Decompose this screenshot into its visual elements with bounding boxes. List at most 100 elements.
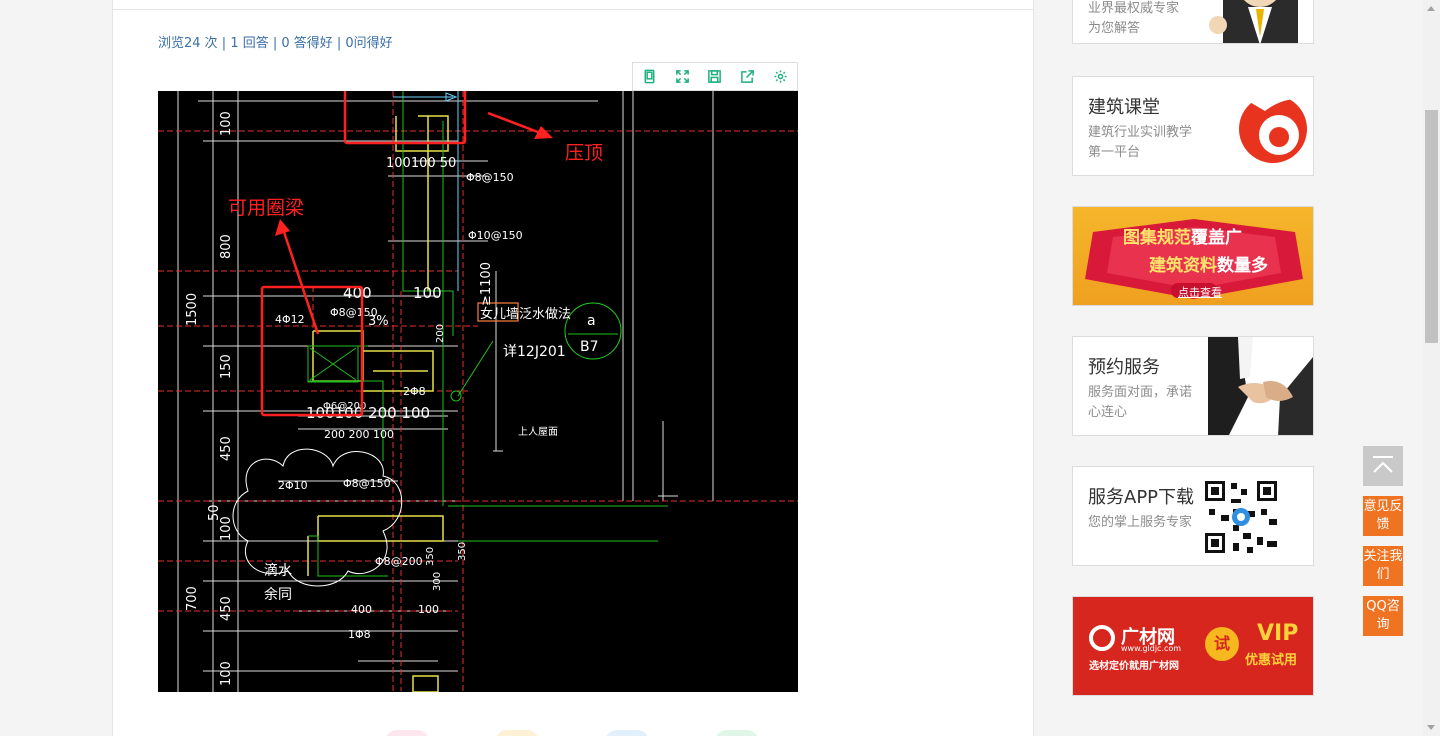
app-title: 服务APP下载 <box>1088 487 1195 508</box>
appointment-card[interactable]: 预约服务 服务面对面，承诺心连心 <box>1072 336 1314 436</box>
cad-circle-bot: B7 <box>580 339 599 355</box>
app-desc: 您的掌上服务专家 <box>1088 515 1193 530</box>
scroll-down-icon[interactable] <box>1427 725 1435 730</box>
settings-button[interactable] <box>764 63 797 90</box>
share-button[interactable] <box>731 63 764 90</box>
course-title: 建筑课堂 <box>1088 97 1160 118</box>
cad-dim-300: 300 <box>432 572 443 591</box>
cad-dim-100-bot: 100 <box>219 661 234 686</box>
cad-bottom-400: 400 <box>351 603 372 616</box>
cad-roof-note: 上人屋面 <box>518 426 558 438</box>
cad-lower-dims: 100100 200 100 <box>306 404 430 422</box>
course-desc: 建筑行业实训教学第一平台 <box>1088 125 1193 160</box>
qr-code-icon <box>1203 479 1279 555</box>
cad-dim-1100: ≥1100 <box>479 262 494 306</box>
scroll-up-icon[interactable] <box>1427 6 1435 11</box>
cad-bottom-rebar: 1Φ8 <box>348 628 371 641</box>
app-download-card[interactable]: 服务APP下载 您的掌上服务专家 <box>1072 466 1314 566</box>
cad-beam-width: 400 <box>343 284 372 302</box>
cad-top-dims: 100100 50 <box>386 156 456 171</box>
vip-title: VIP <box>1257 621 1299 646</box>
cad-dim-150: 150 <box>219 354 234 379</box>
back-to-top-button[interactable] <box>1363 446 1403 486</box>
vip-logo-icon <box>1089 625 1115 651</box>
expert-desc-2: 为您解答 <box>1088 21 1141 36</box>
annotation-coping: 压顶 <box>565 142 604 164</box>
atlas-line2a: 建筑资料 <box>1149 256 1217 276</box>
cad-rebar-low: Φ8@150 <box>343 477 391 490</box>
cad-parapet-note: 女儿墙泛水做法 <box>480 306 571 322</box>
portrait-button[interactable] <box>633 63 666 90</box>
share-circle-green[interactable] <box>715 730 759 736</box>
scroll-thumb[interactable] <box>1425 110 1438 343</box>
cad-dim-350b: 350 <box>457 542 468 561</box>
cad-detail-ref: 详12J201 <box>503 344 566 360</box>
cad-bottom-100: 100 <box>418 603 439 616</box>
atlas-banner-line2: 建筑资料数量多 <box>1149 251 1268 276</box>
cad-rebar-top: Φ8@150 <box>466 171 514 184</box>
cad-drip-2: 余同 <box>264 586 292 603</box>
cad-drip-1: 滴水 <box>264 562 292 579</box>
cad-small-rebar: Φ6@200 <box>323 401 366 412</box>
annotation-ring-beam: 可用圈梁 <box>228 197 305 219</box>
divider <box>113 9 1033 10</box>
feedback-button[interactable]: 意见反馈 <box>1363 496 1403 536</box>
vip-banner[interactable]: 广材网 www.gldjc.com 选材定价就用广材网 试 VIP 优惠试用 <box>1072 596 1314 696</box>
expert-card[interactable]: 业界最权威专家 为您解答 <box>1072 0 1314 44</box>
atlas-line2b: 数量多 <box>1217 256 1268 276</box>
image-toolbar <box>632 62 798 91</box>
cad-dim-1500: 1500 <box>185 293 200 326</box>
atlas-line1b: 覆盖广 <box>1191 228 1242 248</box>
cad-drawing[interactable]: 100 800 1500 150 450 50 100 700 450 100 … <box>158 91 798 692</box>
cad-dim-200-v: 200 <box>435 324 446 343</box>
appointment-desc: 服务面对面，承诺心连心 <box>1088 385 1193 420</box>
cad-drawing-lines: 100 800 1500 150 450 50 100 700 450 100 … <box>158 91 798 692</box>
save-icon <box>708 70 722 83</box>
page-scrollbar[interactable] <box>1423 0 1440 736</box>
vip-subtitle: 优惠试用 <box>1245 653 1298 668</box>
atlas-banner-button[interactable]: 点击查看 <box>1178 286 1222 299</box>
save-button[interactable] <box>699 63 732 90</box>
settings-icon <box>774 70 787 83</box>
cad-beam-side: 100 <box>413 284 442 302</box>
expert-desc-1: 业界最权威专家 <box>1088 1 1180 16</box>
course-card[interactable]: 建筑课堂 建筑行业实训教学第一平台 <box>1072 76 1314 176</box>
atlas-banner-bg <box>1085 219 1303 299</box>
cad-dim-100-mid: 100 <box>219 516 234 541</box>
appointment-title: 预约服务 <box>1088 357 1160 378</box>
arrow-up-icon <box>1373 456 1393 473</box>
cad-dim-350: 350 <box>425 547 436 566</box>
vip-slogan: 选材定价就用广材网 <box>1089 661 1179 672</box>
portrait-icon <box>644 69 655 84</box>
atlas-banner-line1: 图集规范覆盖广 <box>1123 223 1242 248</box>
cad-dim-800: 800 <box>219 234 234 259</box>
atlas-banner[interactable]: 图集规范覆盖广 建筑资料数量多 点击查看 <box>1072 206 1314 306</box>
fullscreen-icon <box>675 70 689 83</box>
cad-circle-top: a <box>587 313 596 329</box>
cad-rebar-200: Φ8@200 <box>375 555 423 568</box>
cad-dim-450: 450 <box>219 436 234 461</box>
share-circle-yellow[interactable] <box>495 730 539 736</box>
handshake-icon <box>1208 337 1313 435</box>
atlas-line1a: 图集规范 <box>1123 228 1191 248</box>
follow-button[interactable]: 关注我们 <box>1363 546 1403 586</box>
cad-beam-rebar: 4Φ12 <box>275 313 305 326</box>
fullscreen-button[interactable] <box>666 63 699 90</box>
cad-dim-700: 700 <box>185 586 200 611</box>
question-stats: 浏览24 次 | 1 回答 | 0 答得好 | 0问得好 <box>158 36 393 51</box>
course-logo-icon <box>1239 90 1307 163</box>
cad-two-rebar: 2Φ8 <box>403 385 426 398</box>
share-circle-pink[interactable] <box>385 730 429 736</box>
cad-sub-dims: 200 200 100 <box>324 428 394 441</box>
cad-dim-100-top: 100 <box>219 111 234 136</box>
cad-dim-450-low: 450 <box>219 596 234 621</box>
share-circle-blue[interactable] <box>605 730 649 736</box>
qq-consult-button[interactable]: QQ咨询 <box>1363 596 1403 636</box>
cad-dim-50: 50 <box>207 504 222 521</box>
vip-logo: 广材网 <box>1121 627 1175 648</box>
vip-url: www.gldjc.com <box>1121 644 1182 653</box>
cad-slope: 3% <box>368 314 389 329</box>
cad-two-rebar-10: 2Φ10 <box>278 479 308 492</box>
cad-rebar-mid: Φ10@150 <box>468 229 523 242</box>
share-icon <box>741 70 755 83</box>
